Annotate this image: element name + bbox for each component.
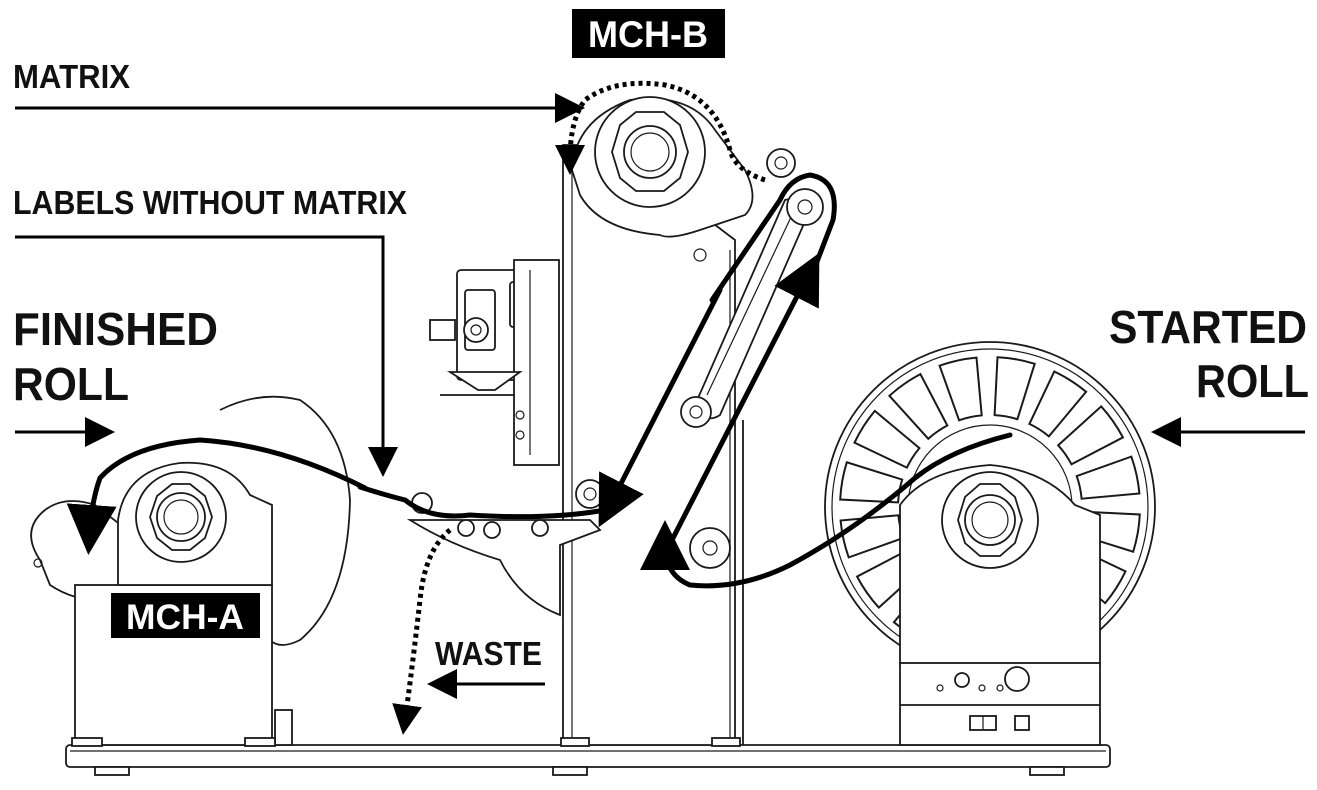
knife-assembly xyxy=(429,259,560,466)
web-path-to-finished xyxy=(357,484,608,520)
nip-rollers xyxy=(406,492,602,617)
web-path-belt-down xyxy=(598,287,723,528)
badge-mch-b: MCH-B xyxy=(572,9,725,58)
reel-window xyxy=(1028,370,1088,438)
web-path xyxy=(66,172,1013,589)
reel-window xyxy=(993,356,1036,421)
badge-mch-b-text: MCH-B xyxy=(588,14,708,55)
label-labels-without-matrix: LABELS WITHOUT MATRIX xyxy=(13,184,407,221)
label-finished-line2: ROLL xyxy=(13,358,129,410)
reel-window xyxy=(1075,455,1141,500)
web-path-belt-top xyxy=(709,172,837,303)
started-roll-unit xyxy=(824,341,1156,746)
reel-window xyxy=(938,356,983,422)
mch-b-rewind-hub xyxy=(571,96,796,262)
label-matrix: MATRIX xyxy=(13,58,130,95)
reel-window xyxy=(853,409,921,469)
label-started-line1: STARTED xyxy=(1109,301,1307,353)
waste-path xyxy=(392,528,452,735)
matrix-path xyxy=(555,80,766,183)
pointer-lines xyxy=(15,93,1305,699)
labels-pointer xyxy=(15,235,398,477)
label-started-line2: ROLL xyxy=(1196,355,1309,407)
web-path-start xyxy=(640,432,1013,589)
base-plate xyxy=(65,744,1111,776)
reel-window xyxy=(1056,404,1125,466)
web-path-finished-wrap xyxy=(66,437,368,555)
label-waste: WASTE xyxy=(435,635,542,672)
label-finished-line1: FINISHED xyxy=(13,303,218,355)
reel-window xyxy=(887,372,949,441)
web-path-belt-up xyxy=(669,252,820,543)
finished-roll-unit xyxy=(30,395,351,747)
badge-mch-a-text: MCH-A xyxy=(126,598,244,637)
badge-mch-a: MCH-A xyxy=(111,593,260,638)
